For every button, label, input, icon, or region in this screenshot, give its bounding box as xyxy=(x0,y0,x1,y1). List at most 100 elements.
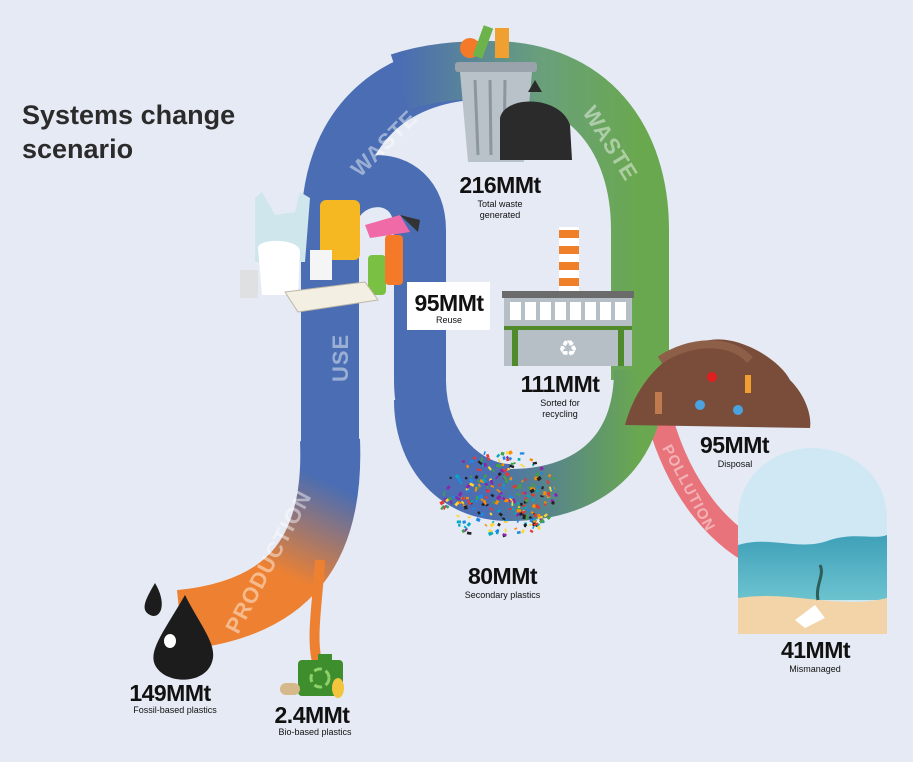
plastic-flake xyxy=(449,499,453,505)
plastic-flake xyxy=(515,492,521,496)
plastic-flake xyxy=(520,463,525,468)
plastic-flake xyxy=(509,464,515,469)
plastic-flake xyxy=(465,464,470,469)
plastic-flake xyxy=(451,495,456,499)
plastic-flake xyxy=(517,483,522,489)
reuse-label-box xyxy=(407,282,490,330)
plastic-flake xyxy=(457,491,463,497)
bio-jerrycan-icon xyxy=(280,654,344,698)
plastic-flake xyxy=(497,472,502,477)
plastic-flake xyxy=(483,451,486,456)
plastic-flake xyxy=(543,513,548,518)
plastic-flake xyxy=(536,525,541,531)
plastic-flake xyxy=(534,472,541,477)
plastic-flake xyxy=(449,476,452,480)
plastic-flake xyxy=(469,482,475,487)
plastic-flake xyxy=(535,503,541,510)
plastic-flake xyxy=(446,505,450,509)
plastic-flake xyxy=(497,458,501,463)
waste-flow xyxy=(390,40,669,380)
plastic-flake xyxy=(498,483,502,487)
plastic-flake xyxy=(477,479,480,483)
bio-label: Bio-based plastics xyxy=(278,727,352,737)
plastic-flake xyxy=(529,529,534,534)
recycling-flow xyxy=(394,369,666,522)
plastic-flake xyxy=(485,453,490,459)
plastic-flake xyxy=(476,468,482,472)
plastic-flake xyxy=(486,485,489,490)
plastic-flake xyxy=(511,507,516,511)
plastic-flake xyxy=(502,456,506,461)
total-waste-label: Total waste generated xyxy=(477,199,523,220)
plastic-flake xyxy=(489,479,494,485)
plastic-flake xyxy=(499,468,504,474)
plastic-flake xyxy=(525,515,529,521)
plastic-flake xyxy=(511,498,517,504)
use-label: USE xyxy=(328,334,353,382)
plastic-flake xyxy=(466,499,472,506)
plastic-flake xyxy=(543,501,547,504)
plastic-flake xyxy=(514,527,518,531)
plastic-flake xyxy=(530,510,535,515)
plastic-flake xyxy=(488,529,493,533)
plastic-flake xyxy=(551,487,555,491)
plastic-flake xyxy=(547,491,551,497)
plastic-flake xyxy=(504,471,510,477)
sorted-label: Sorted for recycling xyxy=(540,398,580,419)
plastic-flake xyxy=(489,512,493,516)
plastic-flake xyxy=(480,457,484,463)
plastic-flake xyxy=(482,499,487,506)
fossil-label: Fossil-based plastics xyxy=(133,705,217,715)
plastic-flake xyxy=(504,498,509,503)
secondary-plastics-flakes-icon xyxy=(439,450,559,538)
plastic-flake xyxy=(516,530,521,535)
sorted-value: 111MMt xyxy=(520,371,600,397)
plastic-flake xyxy=(526,513,530,516)
secondary-value: 80MMt xyxy=(467,563,538,589)
plastic-flake xyxy=(502,533,507,537)
plastic-flake xyxy=(512,484,518,489)
plastic-flake xyxy=(529,457,534,462)
household-items-icon xyxy=(240,192,420,313)
plastic-flake xyxy=(492,501,496,504)
plastic-flake xyxy=(517,458,521,461)
plastic-flake xyxy=(501,496,506,501)
secondary-label: Secondary plastics xyxy=(464,590,541,600)
plastic-flake xyxy=(489,522,495,528)
plastic-flake xyxy=(496,453,501,458)
plastic-flake xyxy=(532,461,538,465)
plastic-flake xyxy=(480,498,484,502)
plastic-flake xyxy=(536,475,542,482)
plastic-flake xyxy=(483,473,488,479)
plastic-flake xyxy=(502,475,508,481)
fossil-value: 149MMt xyxy=(129,680,211,706)
plastic-flake xyxy=(456,514,460,518)
plastic-flake xyxy=(466,488,471,493)
plastic-flake xyxy=(540,495,544,498)
plastic-flake xyxy=(485,488,491,494)
plastic-flake xyxy=(465,483,471,489)
plastic-flake xyxy=(552,477,556,480)
plastic-flake xyxy=(553,492,559,498)
plastic-flake xyxy=(468,459,474,464)
plastic-flake xyxy=(542,491,547,496)
disposal-value: 95MMt xyxy=(699,432,770,458)
plastic-flake xyxy=(469,499,474,504)
plastic-flake xyxy=(471,507,476,510)
plastic-flake xyxy=(489,507,494,511)
plastic-flake xyxy=(527,509,531,513)
recycle-icon: ♻ xyxy=(558,336,578,361)
plastic-flake xyxy=(527,485,532,490)
plastic-flake xyxy=(506,467,510,471)
plastic-flake xyxy=(501,517,506,521)
production-flow xyxy=(176,438,361,650)
plastic-flake xyxy=(464,476,468,480)
plastic-flake xyxy=(461,529,466,534)
plastic-flake xyxy=(458,524,461,527)
plastic-flake xyxy=(457,477,462,483)
plastic-flake xyxy=(516,509,522,513)
plastic-flake xyxy=(511,501,514,507)
plastic-flake xyxy=(516,501,520,505)
plastic-flake xyxy=(533,513,537,518)
plastic-flake xyxy=(530,493,535,497)
